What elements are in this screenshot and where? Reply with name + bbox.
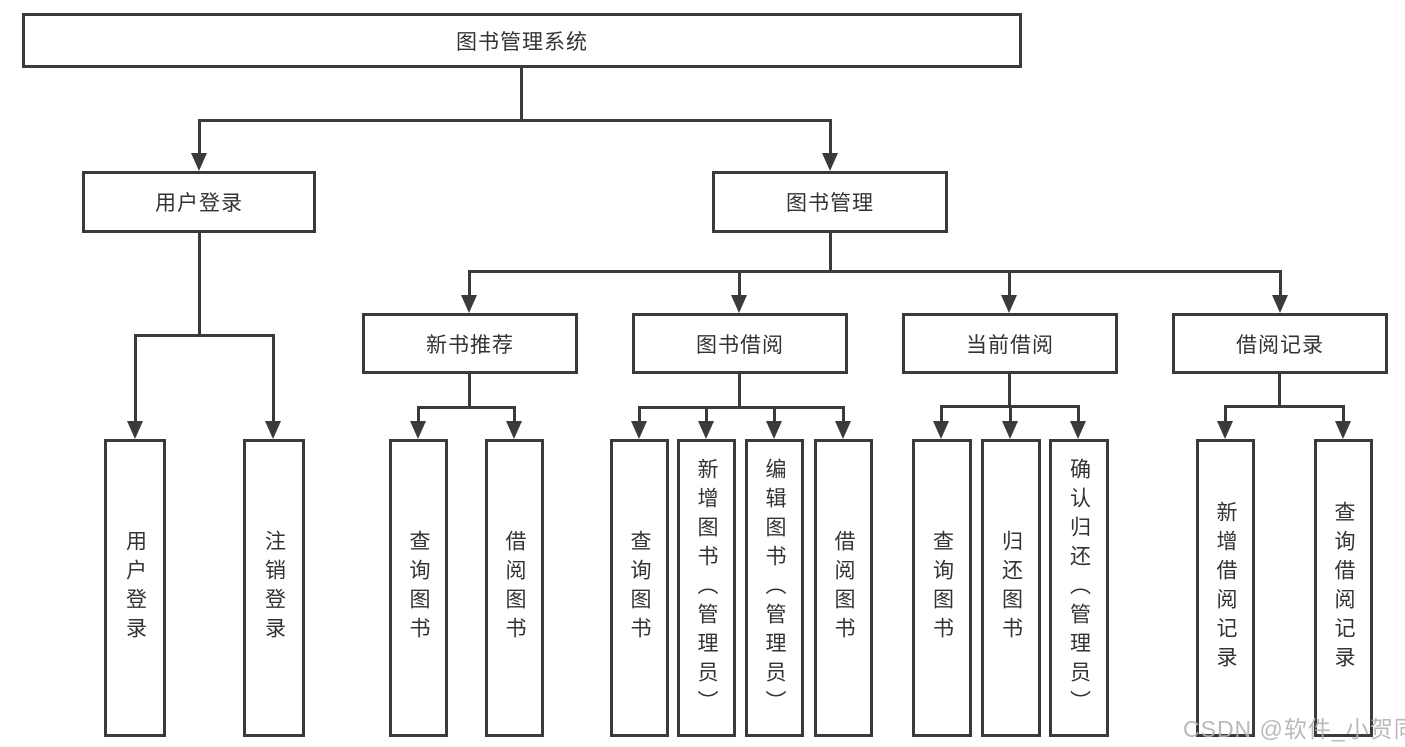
connector-line bbox=[1008, 270, 1011, 298]
arrow-down-icon bbox=[1272, 295, 1288, 313]
connector-line bbox=[705, 406, 708, 424]
leaf-edit-book-admin-label: 编辑图书（管理员） bbox=[763, 457, 786, 719]
leaf-edit-book-admin: 编辑图书（管理员） bbox=[745, 439, 804, 737]
node-current-borrow: 当前借阅 bbox=[902, 313, 1118, 374]
leaf-confirm-return-admin-label: 确认归还（管理员） bbox=[1067, 457, 1091, 719]
leaf-return-book-label: 归还图书 bbox=[999, 530, 1023, 646]
node-borrow-records: 借阅记录 bbox=[1172, 313, 1388, 374]
leaf-query-borrow-record: 查询借阅记录 bbox=[1314, 439, 1373, 737]
arrow-down-icon bbox=[1217, 421, 1233, 439]
connector-line bbox=[773, 406, 776, 424]
arrow-down-icon bbox=[461, 295, 477, 313]
connector-line bbox=[638, 406, 845, 409]
leaf-user-login: 用户登录 bbox=[104, 439, 166, 737]
connector-line bbox=[1009, 405, 1012, 424]
node-current-borrow-label: 当前借阅 bbox=[966, 333, 1054, 357]
arrow-down-icon bbox=[1335, 421, 1351, 439]
arrow-down-icon bbox=[1070, 421, 1086, 439]
connector-line bbox=[198, 119, 832, 122]
leaf-query-book-3: 查询图书 bbox=[912, 439, 972, 737]
connector-line bbox=[940, 405, 943, 424]
leaf-return-book: 归还图书 bbox=[981, 439, 1041, 737]
connector-line bbox=[134, 334, 275, 337]
node-user-login-label: 用户登录 bbox=[155, 192, 243, 215]
node-book-management-label: 图书管理 bbox=[786, 192, 874, 215]
leaf-add-borrow-record-label: 新增借阅记录 bbox=[1214, 501, 1237, 675]
connector-line bbox=[520, 68, 523, 122]
leaf-query-book-1: 查询图书 bbox=[389, 439, 448, 737]
node-user-login: 用户登录 bbox=[82, 171, 316, 233]
arrow-down-icon bbox=[127, 421, 143, 439]
node-root-label: 图书管理系统 bbox=[456, 30, 588, 54]
leaf-logout: 注销登录 bbox=[243, 439, 305, 737]
arrow-down-icon bbox=[766, 421, 782, 439]
arrow-down-icon bbox=[933, 421, 949, 439]
node-borrow-records-label: 借阅记录 bbox=[1236, 333, 1324, 357]
connector-line bbox=[638, 406, 641, 424]
connector-line bbox=[468, 270, 471, 298]
connector-line bbox=[134, 334, 137, 422]
node-book-management: 图书管理 bbox=[712, 171, 948, 233]
arrow-down-icon bbox=[731, 295, 747, 313]
leaf-logout-label: 注销登录 bbox=[262, 530, 286, 646]
arrow-down-icon bbox=[835, 421, 851, 439]
connector-line bbox=[738, 270, 741, 298]
connector-line bbox=[829, 233, 832, 272]
node-new-book-recommend: 新书推荐 bbox=[362, 313, 578, 374]
leaf-query-book-1-label: 查询图书 bbox=[407, 530, 430, 646]
arrow-down-icon bbox=[822, 153, 838, 171]
arrow-down-icon bbox=[1001, 295, 1017, 313]
leaf-add-book-admin: 新增图书（管理员） bbox=[677, 439, 736, 737]
leaf-add-borrow-record: 新增借阅记录 bbox=[1196, 439, 1255, 737]
connector-line bbox=[1224, 405, 1227, 424]
connector-line bbox=[1279, 270, 1282, 298]
leaf-borrow-book-2: 借阅图书 bbox=[814, 439, 873, 737]
leaf-borrow-book-1-label: 借阅图书 bbox=[503, 530, 526, 646]
connector-line bbox=[417, 406, 516, 409]
connector-line bbox=[1224, 405, 1345, 408]
csdn-watermark: CSDN @软件_小贺同学 bbox=[1183, 716, 1405, 742]
node-book-borrow: 图书借阅 bbox=[632, 313, 848, 374]
arrow-down-icon bbox=[698, 421, 714, 439]
leaf-user-login-label: 用户登录 bbox=[123, 530, 147, 646]
connector-line bbox=[829, 119, 832, 155]
connector-line bbox=[468, 374, 471, 408]
connector-line bbox=[738, 374, 741, 408]
arrow-down-icon bbox=[1002, 421, 1018, 439]
arrow-down-icon bbox=[191, 153, 207, 171]
leaf-confirm-return-admin: 确认归还（管理员） bbox=[1049, 439, 1109, 737]
connector-line bbox=[513, 406, 516, 424]
leaf-borrow-book-2-label: 借阅图书 bbox=[832, 530, 855, 646]
arrow-down-icon bbox=[506, 421, 522, 439]
connector-line bbox=[198, 233, 201, 337]
connector-line bbox=[1342, 405, 1345, 424]
connector-line bbox=[842, 406, 845, 424]
node-root: 图书管理系统 bbox=[22, 13, 1022, 68]
leaf-add-book-admin-label: 新增图书（管理员） bbox=[695, 457, 718, 719]
connector-line bbox=[1077, 405, 1080, 424]
connector-line bbox=[417, 406, 420, 424]
connector-line bbox=[272, 334, 275, 422]
node-new-book-recommend-label: 新书推荐 bbox=[426, 333, 514, 357]
connector-line bbox=[1278, 374, 1281, 408]
connector-line bbox=[1008, 374, 1011, 408]
leaf-query-book-3-label: 查询图书 bbox=[930, 530, 954, 646]
leaf-query-borrow-record-label: 查询借阅记录 bbox=[1332, 501, 1355, 675]
node-book-borrow-label: 图书借阅 bbox=[696, 333, 784, 357]
leaf-borrow-book-1: 借阅图书 bbox=[485, 439, 544, 737]
arrow-down-icon bbox=[265, 421, 281, 439]
connector-line bbox=[468, 270, 1282, 273]
connector-line bbox=[198, 119, 201, 155]
leaf-query-book-2: 查询图书 bbox=[610, 439, 669, 737]
leaf-query-book-2-label: 查询图书 bbox=[628, 530, 651, 646]
arrow-down-icon bbox=[410, 421, 426, 439]
arrow-down-icon bbox=[631, 421, 647, 439]
